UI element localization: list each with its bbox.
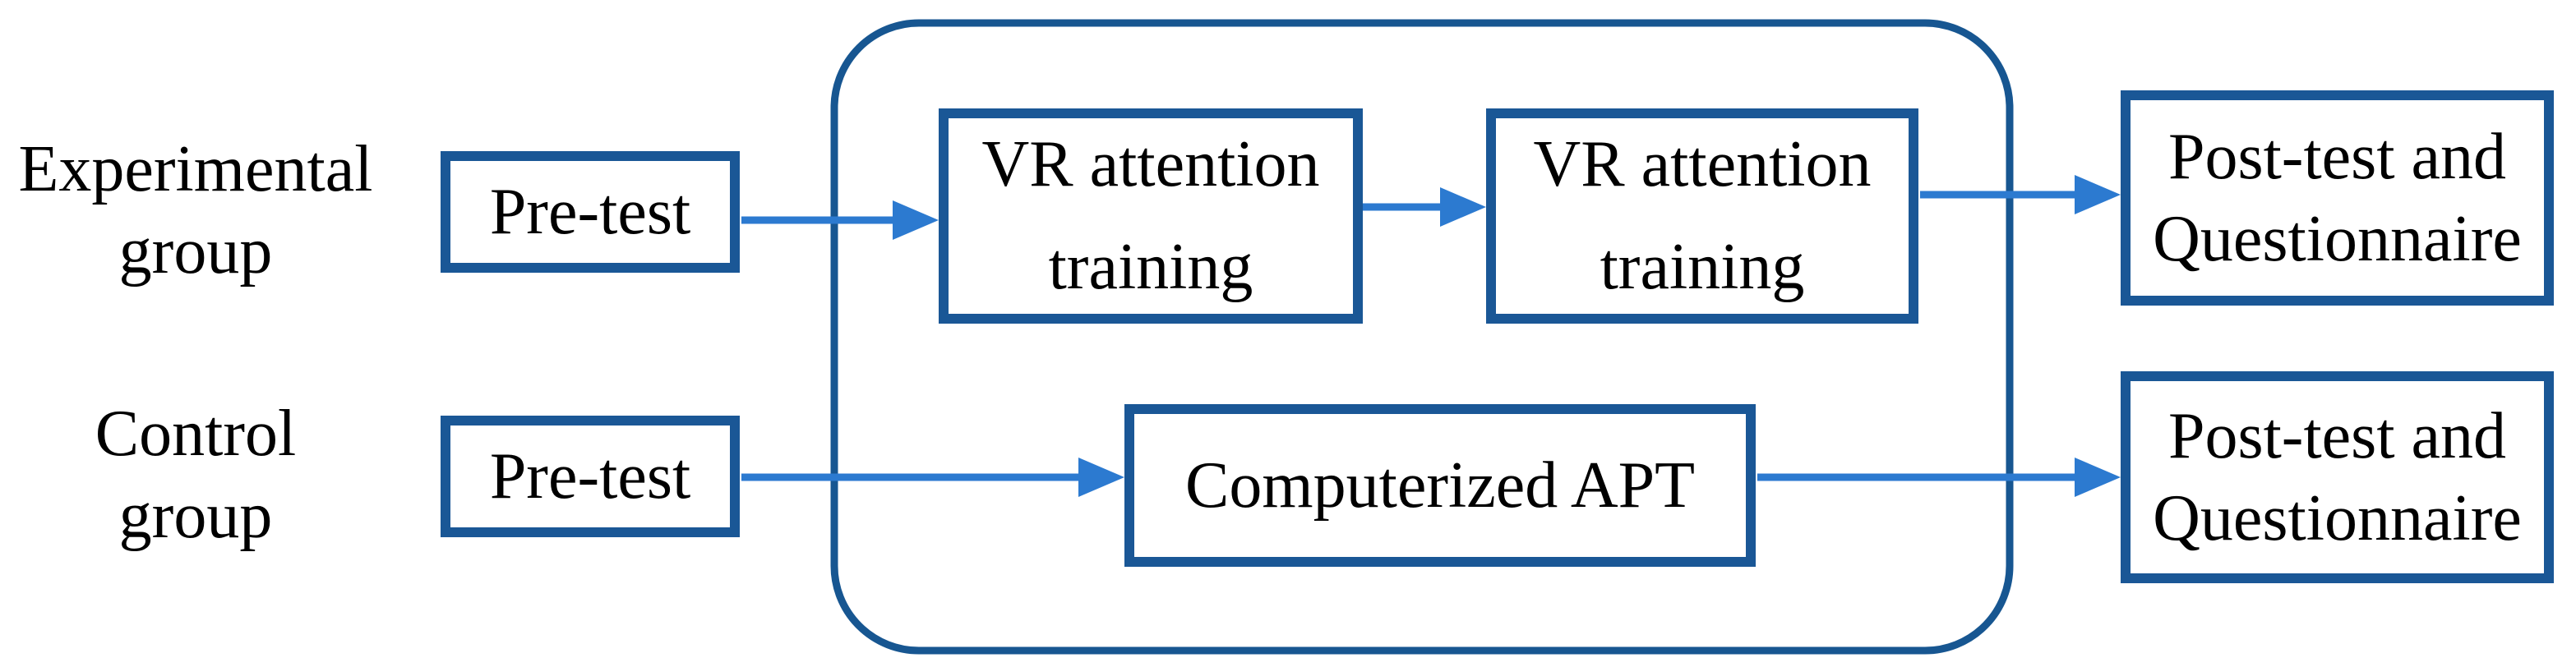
row-label-control-group: Control group bbox=[7, 393, 385, 557]
arrow-pretest-to-apt bbox=[741, 458, 1124, 497]
row-label-experimental-group: Experimental group bbox=[7, 128, 385, 292]
pretest-box-control: Pre-test bbox=[441, 416, 740, 537]
vr-attention-training-box-2: VR attention training bbox=[1486, 108, 1918, 324]
arrow-vr2-to-posttest bbox=[1920, 175, 2121, 214]
pretest-label: Pre-test bbox=[489, 440, 691, 513]
vr-training-line: VR attention bbox=[981, 128, 1320, 200]
posttest-line: Questionnaire bbox=[2153, 482, 2522, 554]
posttest-line: Post-test and bbox=[2167, 121, 2507, 193]
vr-training-line: training bbox=[1048, 231, 1253, 303]
arrow-head bbox=[893, 200, 939, 240]
row-label-line: group bbox=[118, 480, 273, 552]
posttest-line: Questionnaire bbox=[2153, 203, 2522, 275]
computerized-apt-box: Computerized APT bbox=[1124, 404, 1756, 567]
arrow-head bbox=[2075, 458, 2121, 497]
computerized-apt-label: Computerized APT bbox=[1185, 449, 1695, 522]
arrow-head bbox=[2075, 175, 2121, 214]
arrow-vr1-to-vr2 bbox=[1363, 187, 1486, 227]
posttest-line: Post-test and bbox=[2167, 400, 2507, 472]
posttest-box-experimental: Post-test and Questionnaire bbox=[2121, 90, 2554, 306]
pretest-label: Pre-test bbox=[489, 176, 691, 248]
row-label-line: group bbox=[118, 215, 273, 288]
pretest-box-experimental: Pre-test bbox=[441, 151, 740, 273]
arrow-head bbox=[1078, 458, 1124, 497]
vr-training-line: VR attention bbox=[1533, 128, 1872, 200]
arrow-apt-to-posttest bbox=[1757, 458, 2121, 497]
training-phase-container-outline bbox=[830, 19, 2014, 655]
vr-training-line: training bbox=[1600, 231, 1805, 303]
row-label-line: Experimental bbox=[18, 133, 373, 205]
row-label-line: Control bbox=[95, 398, 297, 470]
posttest-box-control: Post-test and Questionnaire bbox=[2121, 371, 2554, 583]
vr-attention-training-box-1: VR attention training bbox=[939, 108, 1363, 324]
arrow-head bbox=[1440, 187, 1486, 227]
arrow-pretest-to-vr1 bbox=[741, 200, 939, 240]
